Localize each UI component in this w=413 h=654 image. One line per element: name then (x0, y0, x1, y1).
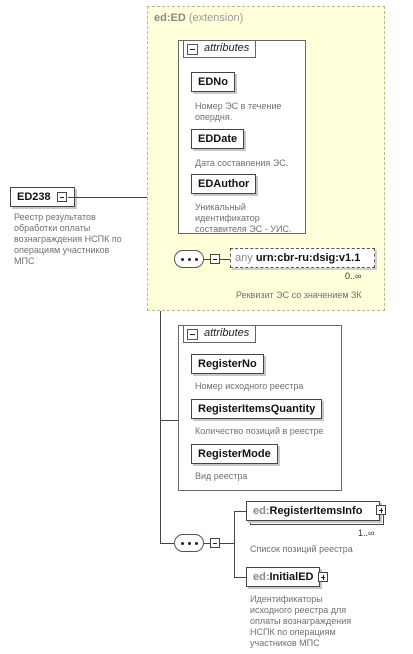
connector (220, 543, 234, 544)
child-description: Список позиций реестра (250, 544, 353, 554)
root-description: Реестр результатов обработки оплаты возн… (14, 212, 122, 266)
connector (234, 577, 246, 578)
attributes-group-2: attributes RegisterNo Номер исходного ре… (178, 325, 342, 491)
attributes-group-1: attributes EDNo Номер ЭС в течение оперд… (178, 40, 306, 234)
any-description: Реквизит ЭС со значением ЗК (236, 290, 362, 300)
sequence-collapse-icon[interactable] (210, 254, 220, 264)
root-collapse-icon[interactable] (57, 192, 67, 202)
connector (160, 543, 174, 544)
root-element-label: ED238 (17, 191, 51, 203)
cardinality: 1..∞ (358, 528, 375, 538)
sequence-compositor (174, 534, 204, 552)
attribute-edauthor[interactable]: EDAuthor (191, 174, 257, 194)
attribute-description: Уникальный идентификатор составителя ЭС … (195, 202, 292, 234)
connector (234, 511, 235, 577)
collapse-icon[interactable] (187, 329, 198, 340)
child-description: Идентификаторы исходного реестра для опл… (250, 594, 352, 648)
connector (68, 197, 160, 198)
attribute-registerno[interactable]: RegisterNo (191, 354, 264, 374)
connector (234, 511, 246, 512)
sequence-compositor (174, 250, 204, 268)
attribute-edno[interactable]: EDNo (191, 72, 235, 92)
expand-icon[interactable] (376, 505, 386, 515)
attribute-description: Номер исходного реестра (195, 381, 304, 391)
attribute-registeritemsquantity[interactable]: RegisterItemsQuantity (191, 399, 323, 419)
initial-ed-element[interactable]: ed:InitialED (246, 567, 320, 587)
expand-icon[interactable] (318, 572, 328, 582)
cardinality: 0..∞ (345, 271, 362, 281)
register-items-info-element[interactable]: ed:RegisterItemsInfo (246, 501, 380, 521)
attribute-description: Дата составления ЭС. (195, 158, 289, 168)
sequence-collapse-icon[interactable] (210, 538, 220, 548)
attributes-tab[interactable]: attributes (183, 40, 257, 58)
attribute-description: Номер ЭС в течение опердня. (195, 101, 282, 122)
attribute-description: Вид реестра (195, 471, 248, 481)
attribute-description: Количество позиций в реестре (195, 426, 324, 436)
collapse-icon[interactable] (187, 44, 198, 55)
connector (204, 259, 210, 260)
any-element[interactable]: any urn:cbr-ru:dsig:v1.1 (230, 248, 375, 268)
attribute-eddate[interactable]: EDDate (191, 129, 245, 149)
connector (160, 136, 161, 543)
connector (204, 543, 210, 544)
connector (220, 259, 230, 260)
attribute-registermode[interactable]: RegisterMode (191, 444, 278, 464)
connector (160, 420, 179, 421)
attributes-tab[interactable]: attributes (183, 325, 257, 343)
extension-title: ed:ED (extension) (154, 12, 244, 24)
